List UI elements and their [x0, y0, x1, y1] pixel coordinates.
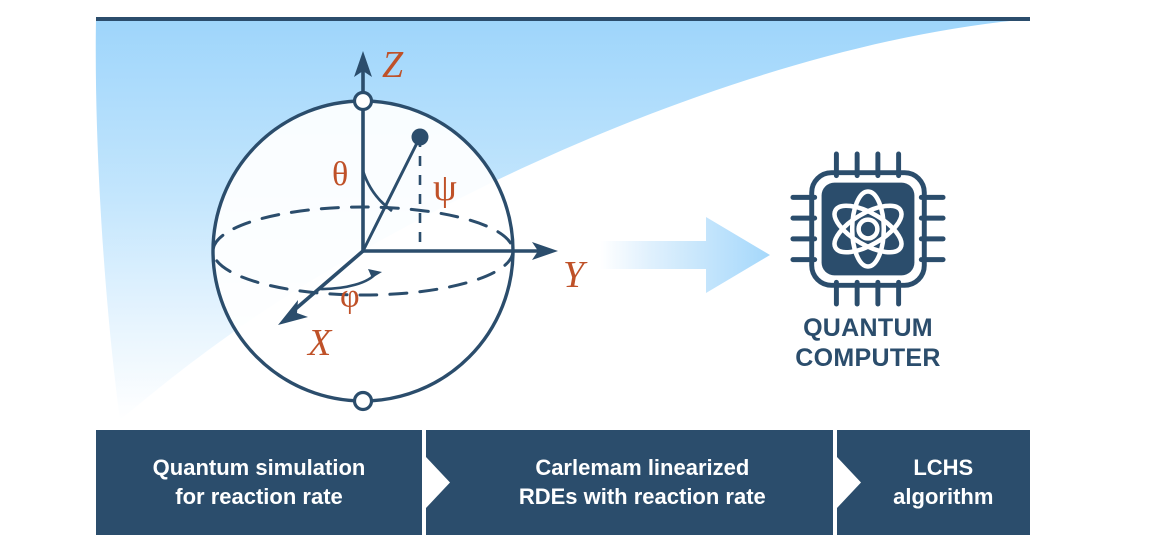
- qc-caption-line-1: QUANTUM: [803, 314, 933, 342]
- chevron-right-icon-1: [426, 457, 451, 508]
- flow-step-3-line-2: algorithm: [893, 483, 994, 509]
- quantum-computer-block: QUANTUM COMPUTER: [748, 150, 988, 400]
- flow-step-lchs-algorithm[interactable]: LCHS algorithm: [836, 430, 1030, 535]
- theta-angle-label: θ: [332, 156, 348, 193]
- state-vector-psi: [361, 128, 429, 252]
- x-axis: [278, 249, 365, 325]
- transition-arrow: [598, 205, 778, 305]
- flow-step-3-line-1: LCHS: [913, 454, 974, 480]
- y-axis-label: Y: [563, 254, 588, 296]
- psi-state-label: ψ: [433, 167, 457, 209]
- bloch-sphere-diagram: Z Y X θ φ ψ: [180, 25, 600, 425]
- chip-outer-frame: [809, 170, 927, 288]
- z-axis-label: Z: [382, 44, 404, 86]
- phi-arc-head: [368, 269, 382, 278]
- y-axis: [363, 242, 558, 260]
- phi-angle-label: φ: [340, 278, 360, 315]
- south-pole-marker: [352, 390, 374, 412]
- process-flow-bar: Quantum simulation for reaction rate Car…: [96, 430, 1030, 535]
- flow-step-2-line-2: RDEs with reaction rate: [518, 483, 766, 509]
- rightward-transition-arrow-shape: [600, 217, 770, 293]
- top-divider-rule: [96, 17, 1030, 21]
- quantum-chip-atom-icon: [790, 151, 946, 307]
- theta-arc: [361, 170, 393, 213]
- flow-step-carleman-linearized[interactable]: Carlemam linearized RDEs with reaction r…: [426, 430, 833, 535]
- flow-step-1-line-2: for reaction rate: [175, 483, 343, 509]
- flow-step-1-line-1: Quantum simulation: [152, 454, 366, 480]
- qc-caption-line-2: COMPUTER: [795, 343, 941, 372]
- x-axis-label: X: [306, 322, 333, 364]
- atom-symbol: [832, 189, 904, 269]
- flow-step-2-line-1: Carlemam linearized: [535, 454, 750, 480]
- chip-body: [821, 182, 915, 276]
- flow-separator-gap-2: [832, 430, 837, 535]
- north-pole-marker: [352, 90, 374, 112]
- flow-step-quantum-simulation[interactable]: Quantum simulation for reaction rate: [96, 430, 423, 535]
- flow-separator-gap-1: [422, 430, 427, 535]
- chevron-right-icon-2: [836, 457, 861, 508]
- quantum-computer-caption: QUANTUM COMPUTER: [795, 314, 940, 373]
